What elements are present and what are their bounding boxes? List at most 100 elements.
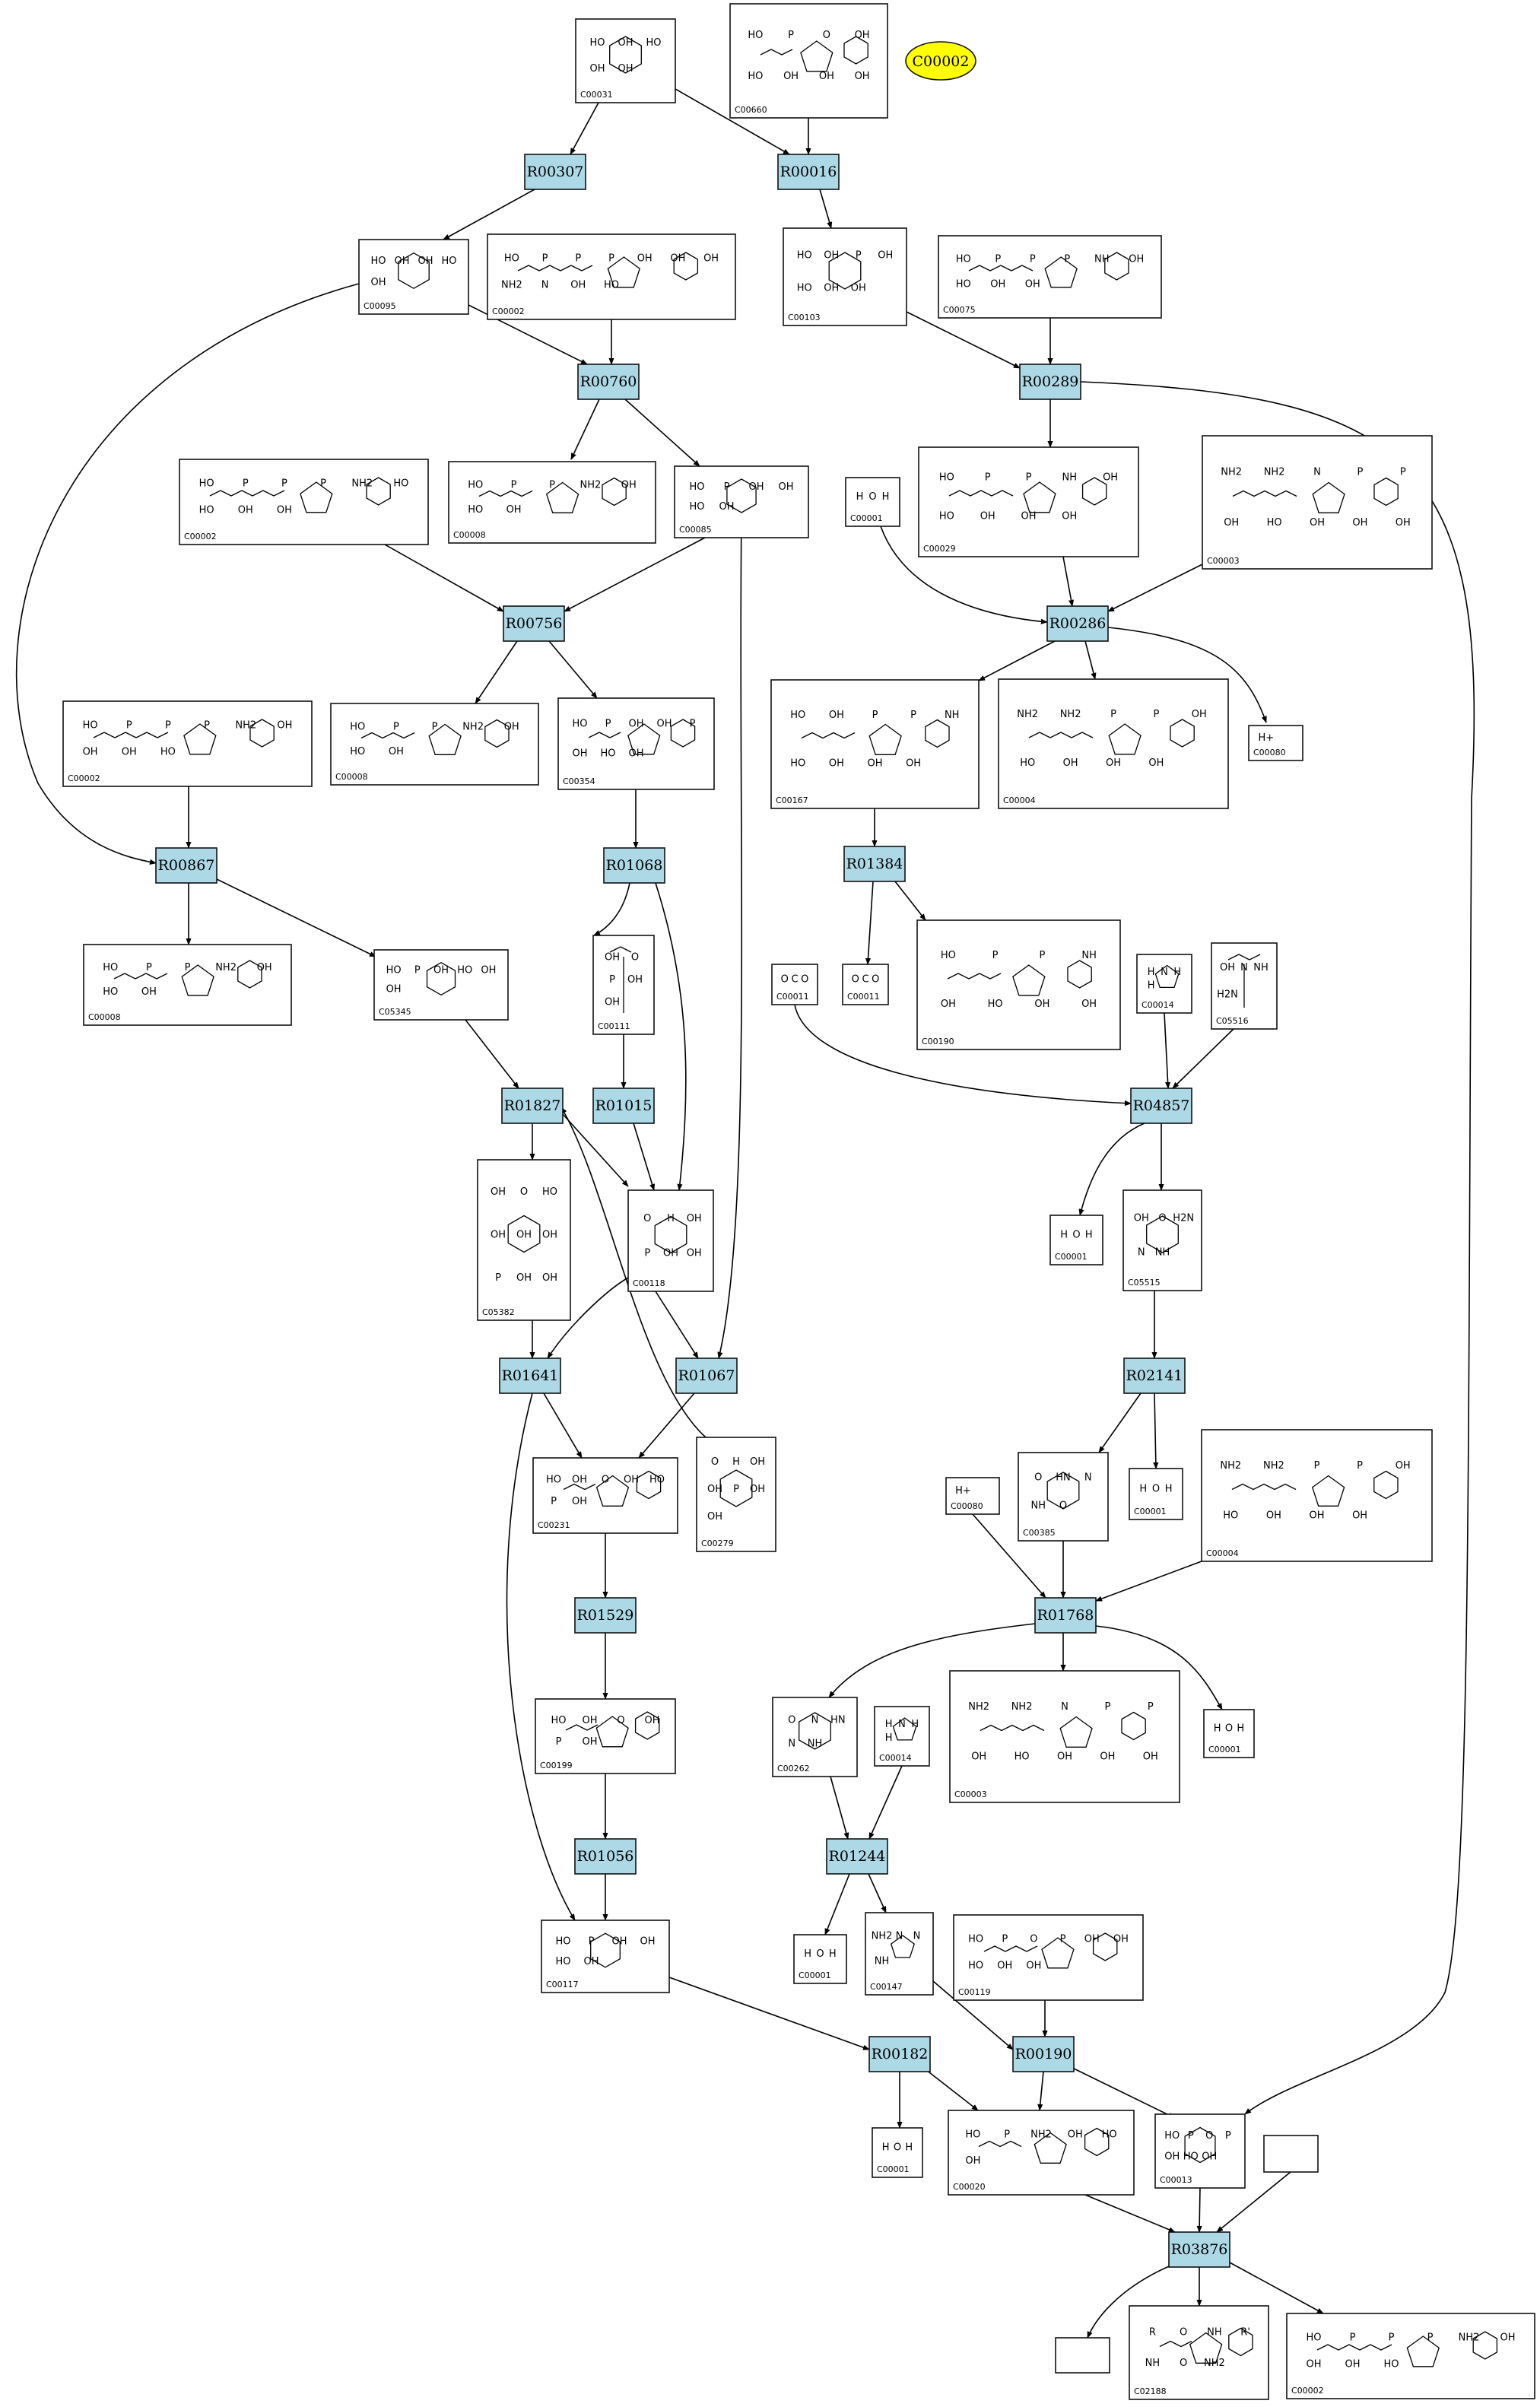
- reaction-box[interactable]: [503, 605, 565, 642]
- reaction-node[interactable]: R01641: [499, 1358, 561, 1394]
- compound-box[interactable]: [674, 465, 809, 538]
- compound-box[interactable]: [729, 3, 888, 119]
- compound-box[interactable]: [845, 477, 900, 527]
- compound-box[interactable]: [998, 678, 1229, 809]
- compound-node[interactable]: [1263, 2135, 1319, 2173]
- compound-box[interactable]: [1129, 1468, 1183, 1520]
- compound-box[interactable]: [1055, 2337, 1110, 2374]
- reaction-box[interactable]: [1130, 1088, 1192, 1124]
- compound-box[interactable]: [330, 703, 539, 786]
- compound-box[interactable]: [1154, 2113, 1246, 2189]
- reaction-node[interactable]: R00760: [577, 364, 640, 400]
- compound-box[interactable]: [771, 964, 818, 1005]
- compound-box[interactable]: [1263, 2135, 1319, 2173]
- compound-box[interactable]: [953, 1914, 1144, 2001]
- reaction-node[interactable]: R01768: [1034, 1597, 1097, 1634]
- compound-box[interactable]: [627, 1189, 714, 1292]
- compound-box[interactable]: [1136, 954, 1192, 1014]
- compound-box[interactable]: [541, 1920, 670, 1993]
- reaction-box[interactable]: [777, 154, 840, 190]
- compound-box[interactable]: [1049, 1215, 1103, 1265]
- reaction-box[interactable]: [603, 847, 665, 884]
- reaction-box[interactable]: [592, 1088, 655, 1124]
- reaction-node[interactable]: R00289: [1019, 364, 1081, 400]
- reaction-node[interactable]: R00286: [1046, 605, 1109, 642]
- compound-box[interactable]: [865, 1912, 934, 1996]
- compound-box[interactable]: [448, 461, 656, 544]
- reaction-box[interactable]: [1046, 605, 1109, 642]
- reaction-node[interactable]: R01244: [826, 1838, 888, 1875]
- compound-box[interactable]: [783, 227, 907, 326]
- compound-node[interactable]: H+C00080: [1248, 725, 1303, 761]
- compound-box[interactable]: [793, 1934, 847, 1984]
- reaction-box[interactable]: [868, 2036, 931, 2072]
- compound-box[interactable]: [1018, 1452, 1109, 1542]
- compound-node[interactable]: H+C00080: [945, 1477, 1000, 1515]
- reaction-node[interactable]: R00756: [503, 605, 565, 642]
- reaction-box[interactable]: [843, 846, 906, 882]
- reaction-node[interactable]: R01384: [843, 846, 906, 882]
- reaction-node[interactable]: R00867: [155, 847, 218, 884]
- compound-box[interactable]: [772, 1697, 858, 1777]
- reaction-box[interactable]: [574, 1597, 637, 1634]
- reaction-box[interactable]: [524, 154, 586, 190]
- reaction-node[interactable]: R04857: [1130, 1088, 1192, 1124]
- compound-box[interactable]: [918, 446, 1139, 557]
- compound-box[interactable]: [1201, 1429, 1433, 1562]
- compound-box[interactable]: [1122, 1189, 1202, 1291]
- compound-box[interactable]: [557, 697, 715, 790]
- reaction-node[interactable]: R01068: [603, 847, 665, 884]
- reaction-box[interactable]: [1168, 2231, 1230, 2268]
- reaction-box[interactable]: [574, 1838, 637, 1875]
- compound-box[interactable]: [696, 1437, 776, 1552]
- reaction-box[interactable]: [1123, 1358, 1186, 1394]
- compound-box[interactable]: [62, 700, 313, 787]
- compound-box[interactable]: [487, 233, 736, 320]
- compound-box[interactable]: [535, 1698, 676, 1774]
- reaction-box[interactable]: [826, 1838, 888, 1875]
- reaction-node[interactable]: R00182: [868, 2036, 931, 2072]
- compound-box[interactable]: [1203, 1709, 1255, 1758]
- compound-box[interactable]: [949, 1670, 1180, 1803]
- compound-box[interactable]: [1129, 2305, 1269, 2400]
- reaction-box[interactable]: [501, 1088, 564, 1124]
- reaction-box[interactable]: [577, 364, 640, 400]
- compound-box[interactable]: [358, 239, 469, 315]
- compound-box[interactable]: [1248, 725, 1303, 761]
- reaction-node[interactable]: R00307: [524, 154, 586, 190]
- reaction-box[interactable]: [1034, 1597, 1097, 1634]
- compound-box[interactable]: [477, 1159, 571, 1321]
